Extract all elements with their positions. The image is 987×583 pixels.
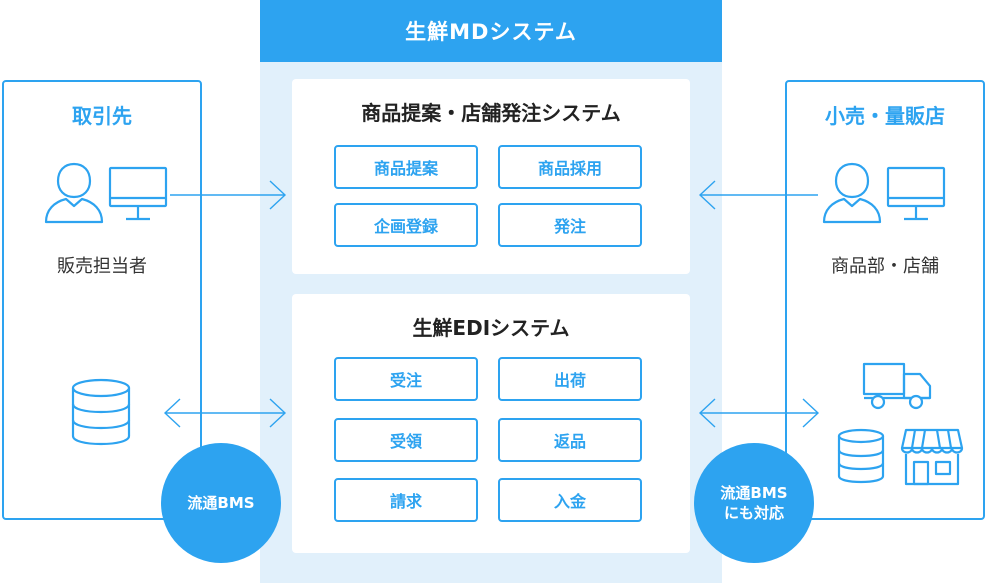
store-icon [900, 428, 964, 486]
person-icon [44, 162, 104, 224]
supplier-box: 取引先 販売担当者 [2, 80, 202, 520]
truck-icon [862, 362, 932, 410]
function-box-proposal: 商品提案 [334, 145, 478, 189]
function-box-return: 返品 [498, 418, 642, 462]
bms-badge-right: 流通BMS にも対応 [694, 443, 814, 563]
person-icon [822, 162, 882, 224]
retailer-person-label: 商品部・店舗 [831, 256, 939, 277]
function-box-billing: 請求 [334, 478, 478, 522]
retailer-title: 小売・量販店 [825, 104, 945, 128]
monitor-icon [886, 166, 946, 221]
bms-badge-left: 流通BMS [161, 443, 281, 563]
function-box-order: 発注 [498, 203, 642, 247]
bms-badge-left-label: 流通BMS [187, 493, 255, 512]
md-system-panel: 商品提案・店舗発注システム 商品提案 商品採用 企画登録 発注 [292, 79, 690, 274]
function-box-shipment: 出荷 [498, 357, 642, 401]
supplier-title: 取引先 [72, 104, 132, 128]
function-box-payment: 入金 [498, 478, 642, 522]
bms-badge-right-line1: 流通BMS [720, 483, 788, 502]
bms-badge-right-line2: にも対応 [723, 504, 784, 522]
md-panel-title: 商品提案・店舗発注システム [361, 101, 621, 125]
function-box-receive-order: 受注 [334, 357, 478, 401]
system-title: 生鮮MDシステム [260, 0, 722, 62]
monitor-icon [108, 166, 168, 221]
function-box-adoption: 商品採用 [498, 145, 642, 189]
database-icon [837, 428, 885, 484]
function-box-receipt: 受領 [334, 418, 478, 462]
edi-system-panel: 生鮮EDIシステム 受注 出荷 受領 返品 請求 入金 [292, 294, 690, 553]
edi-panel-title: 生鮮EDIシステム [412, 316, 570, 340]
supplier-person-label: 販売担当者 [57, 256, 147, 277]
database-icon [71, 378, 131, 446]
function-box-plan-registration: 企画登録 [334, 203, 478, 247]
